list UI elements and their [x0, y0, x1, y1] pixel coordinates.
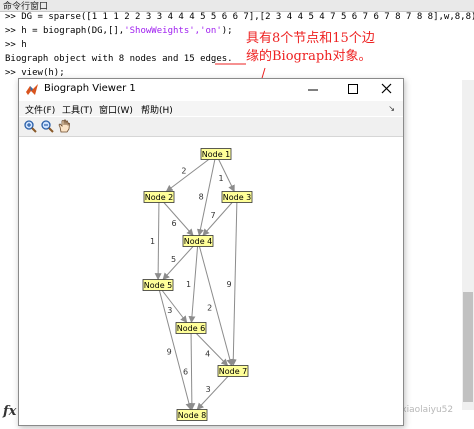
command-text: view(h);	[21, 68, 65, 78]
biograph-viewer-window: Biograph Viewer 1 文件(F) 工具(T) 窗口(W) 帮助(H…	[18, 78, 404, 426]
command-line[interactable]: >> view(h);	[5, 68, 65, 79]
command-window-scrollbar[interactable]	[462, 80, 474, 410]
edge-3-4[interactable]	[202, 202, 233, 237]
maximize-icon	[348, 84, 358, 94]
node-label: Node 2	[145, 193, 174, 202]
annotation-line-1: 具有8个节点和15个边	[246, 31, 375, 46]
close-button[interactable]	[371, 79, 403, 100]
command-text: h = biograph(DG,[],	[21, 26, 125, 36]
menu-file[interactable]: 文件(F)	[25, 106, 56, 116]
edge-5-6[interactable]	[161, 290, 188, 324]
command-window-header: 命令行窗口	[0, 0, 474, 12]
menu-window[interactable]: 窗口(W)	[99, 106, 133, 116]
command-line: >> h = biograph(DG,[],'ShowWeights','on'…	[5, 26, 233, 37]
edge-2-4[interactable]	[163, 202, 194, 237]
command-text: DG = sparse([1 1 1 2 2 3 3 4 4 4 5 5 6 6…	[21, 12, 474, 22]
edge-weight-label: 6	[171, 219, 176, 228]
viewer-titlebar[interactable]: Biograph Viewer 1	[19, 79, 403, 100]
prompt: >>	[5, 40, 16, 50]
edge-1-4[interactable]	[196, 159, 216, 237]
edge-weight-label: 1	[186, 280, 191, 289]
edge-7-8[interactable]	[196, 376, 229, 411]
node-label: Node 5	[144, 281, 173, 290]
prompt: >>	[5, 26, 16, 36]
graph-node-7[interactable]: Node 7	[217, 365, 249, 377]
prompt: >>	[5, 68, 16, 78]
node-label: Node 1	[202, 150, 231, 159]
command-line: >> h	[5, 40, 27, 51]
node-box	[143, 191, 175, 203]
viewer-toolbar	[19, 117, 403, 137]
node-box	[142, 279, 174, 291]
edge-weight-label: 6	[183, 368, 188, 377]
node-label: Node 6	[177, 324, 206, 333]
node-label: Node 7	[219, 367, 248, 376]
graph-node-4[interactable]: Node 4	[182, 235, 214, 247]
node-box	[221, 191, 253, 203]
edge-6-8[interactable]	[188, 333, 196, 411]
dock-arrow-icon[interactable]: ↘	[388, 104, 395, 113]
edge-weight-label: 5	[171, 255, 176, 264]
minimize-icon	[308, 89, 318, 91]
command-string: 'ShowWeights','on'	[124, 26, 222, 36]
edge-weight-label: 3	[206, 385, 211, 394]
node-label: Node 8	[178, 411, 207, 420]
graph-node-2[interactable]: Node 2	[143, 191, 175, 203]
close-icon	[381, 83, 392, 94]
node-box	[176, 409, 208, 421]
scrollbar-thumb[interactable]	[463, 292, 473, 402]
menu-tools[interactable]: 工具(T)	[62, 106, 93, 116]
edge-4-7[interactable]	[198, 246, 234, 367]
prompt: >>	[5, 12, 16, 22]
edge-4-6[interactable]	[188, 246, 199, 324]
viewer-title: Biograph Viewer 1	[44, 83, 136, 94]
edge-weight-label: 8	[199, 192, 204, 201]
minimize-button[interactable]	[297, 79, 329, 100]
graph-node-8[interactable]: Node 8	[176, 409, 208, 421]
matlab-app-icon	[26, 84, 38, 95]
command-window-title: 命令行窗口	[3, 2, 49, 12]
menu-help[interactable]: 帮助(H)	[141, 106, 173, 116]
edge-weight-label: 9	[167, 348, 172, 357]
edge-4-5[interactable]	[162, 246, 194, 281]
fx-icon[interactable]: fx	[3, 404, 17, 419]
output-text: Biograph object with 8 nodes and 15 edge…	[5, 54, 233, 64]
node-box	[217, 365, 249, 377]
command-text: h	[21, 40, 27, 50]
edge-weight-label: 7	[210, 211, 215, 220]
node-label: Node 3	[223, 193, 252, 202]
edge-1-2[interactable]	[165, 159, 210, 192]
node-box	[175, 322, 207, 334]
edge-weight-label: 1	[150, 237, 155, 246]
command-text: );	[221, 26, 233, 36]
graph-node-5[interactable]: Node 5	[142, 279, 174, 291]
annotation-line-2: 缘的Biograph对象。	[246, 49, 372, 64]
edge-6-7[interactable]	[196, 333, 229, 367]
edge-weight-label: 4	[205, 350, 210, 359]
edge-5-8[interactable]	[158, 290, 193, 411]
edge-weight-label: 2	[181, 167, 186, 176]
graph-node-3[interactable]: Node 3	[221, 191, 253, 203]
node-box	[182, 235, 214, 247]
edge-weight-label: 1	[219, 174, 224, 183]
edge-1-3[interactable]	[218, 159, 235, 193]
node-label: Node 4	[184, 237, 213, 246]
maximize-button[interactable]	[337, 79, 369, 100]
edge-weight-label: 3	[167, 306, 172, 315]
edge-weight-label: 9	[226, 280, 231, 289]
zoom-in-icon[interactable]	[23, 119, 37, 133]
graph-canvas: 2 1 8 6 1 7 9 5 1 2 3 9 4 6 3 Node 1 Node 2 Node 3 Node 4…	[19, 137, 403, 425]
graph-node-1[interactable]: Node 1	[200, 148, 232, 160]
viewer-menubar: 文件(F) 工具(T) 窗口(W) 帮助(H) ↘	[19, 101, 403, 116]
biograph-graph: 2 1 8 6 1 7 9 5 1 2 3 9 4 6 3 Node 1 Node 2 Node 3 Node 4…	[142, 148, 253, 421]
node-box	[200, 148, 232, 160]
edge-2-5[interactable]	[154, 202, 162, 281]
zoom-out-icon[interactable]	[40, 119, 54, 133]
edge-3-7[interactable]	[229, 202, 238, 367]
command-line: >> DG = sparse([1 1 1 2 2 3 3 4 4 4 5 5 …	[5, 12, 474, 23]
command-output: Biograph object with 8 nodes and 15 edge…	[5, 54, 233, 65]
edge-weight-label: 2	[207, 304, 212, 313]
graph-node-6[interactable]: Node 6	[175, 322, 207, 334]
pan-hand-icon[interactable]	[57, 119, 71, 133]
